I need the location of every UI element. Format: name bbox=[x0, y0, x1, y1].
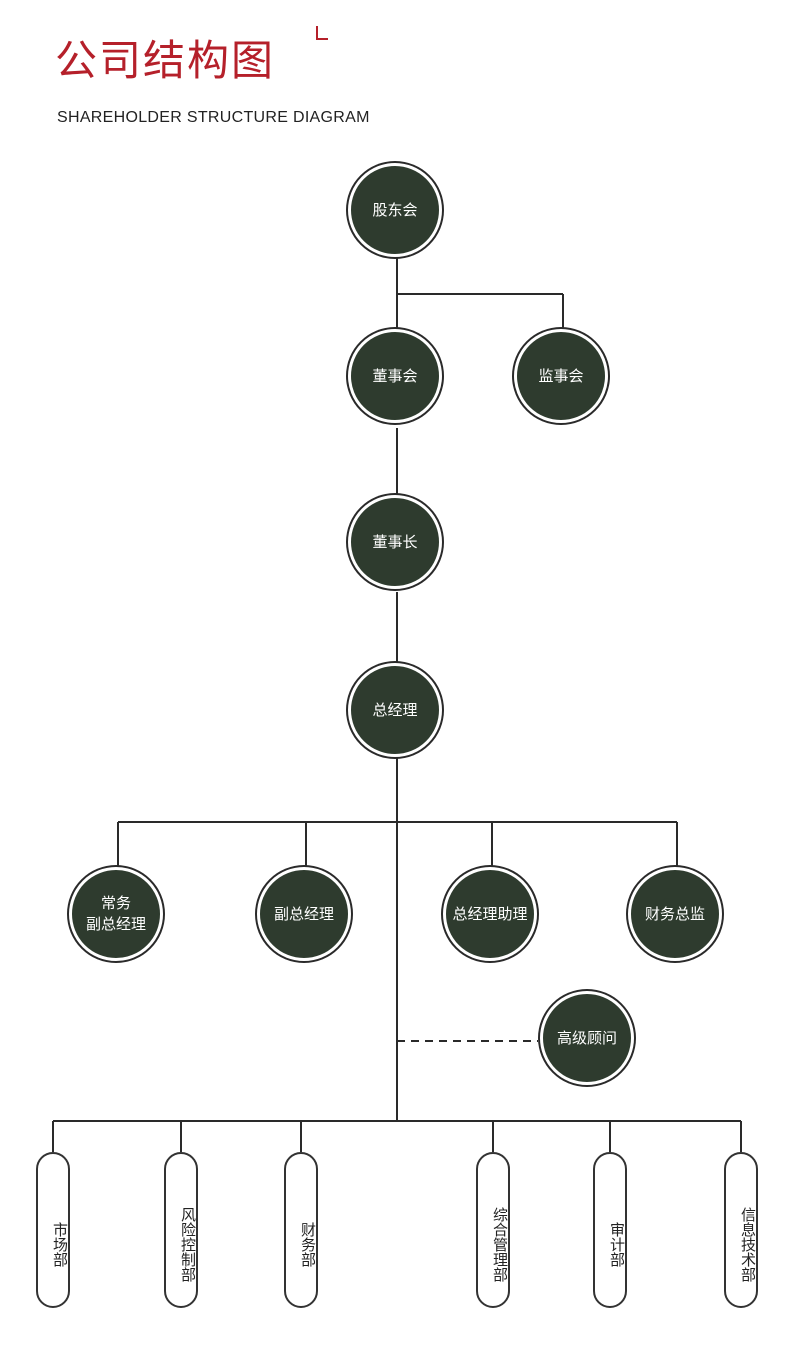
node-board: 董事会 bbox=[348, 329, 442, 423]
dept-risk-control: 风险控制部 bbox=[164, 1152, 198, 1308]
node-vp: 副总经理 bbox=[257, 867, 351, 961]
page-title: 公司结构图 bbox=[55, 36, 276, 85]
dept-marketing: 市场部 bbox=[36, 1152, 70, 1308]
dept-it: 信息技术部 bbox=[724, 1152, 758, 1308]
dept-finance: 财务部 bbox=[284, 1152, 318, 1308]
node-supervisors: 监事会 bbox=[514, 329, 608, 423]
corner-bracket-icon bbox=[316, 26, 328, 40]
dept-general-admin: 综合管理部 bbox=[476, 1152, 510, 1308]
node-general-manager: 总经理 bbox=[348, 663, 442, 757]
node-senior-advisor: 高级顾问 bbox=[540, 991, 634, 1085]
node-shareholders: 股东会 bbox=[348, 163, 442, 257]
node-chairman: 董事长 bbox=[348, 495, 442, 589]
node-gm-assistant: 总经理助理 bbox=[443, 867, 537, 961]
node-executive-vp: 常务 副总经理 bbox=[69, 867, 163, 961]
node-cfo: 财务总监 bbox=[628, 867, 722, 961]
dept-audit: 审计部 bbox=[593, 1152, 627, 1308]
page-subtitle: SHAREHOLDER STRUCTURE DIAGRAM bbox=[57, 109, 370, 126]
